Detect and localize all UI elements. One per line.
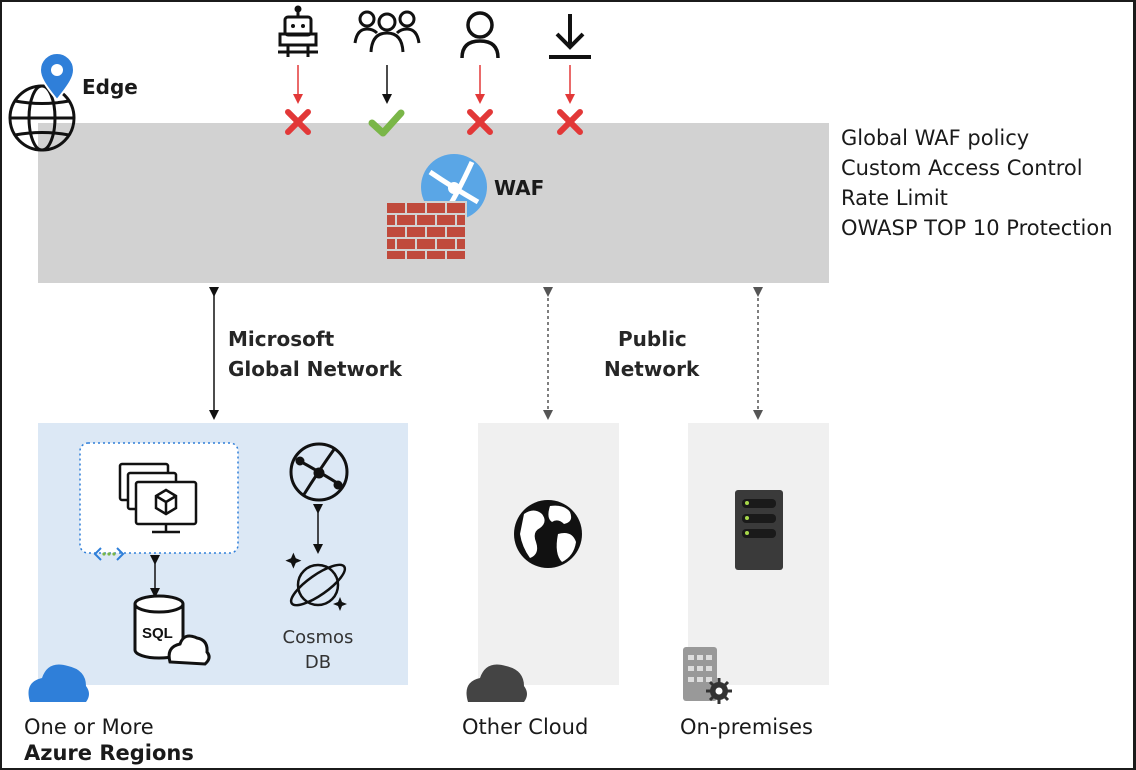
location-pin-icon xyxy=(38,52,76,102)
cosmos-globe-icon xyxy=(289,442,349,502)
on-premises-label: On-premises xyxy=(680,715,813,739)
azure-cloud-icon xyxy=(28,664,89,702)
blocked-x-icon xyxy=(557,109,583,135)
waf-feature-rate-limit: Rate Limit xyxy=(841,186,948,210)
bot-icon xyxy=(278,5,318,57)
waf-label: WAF xyxy=(494,176,545,200)
other-cloud-icon xyxy=(466,664,527,702)
user-icon xyxy=(460,11,500,59)
cosmos-db-icon xyxy=(285,552,347,611)
public-network-label-line1: Public xyxy=(618,327,687,351)
other-cloud-label: Other Cloud xyxy=(462,715,589,739)
microsoft-network-label-line2: Global Network xyxy=(228,357,402,381)
on-premises-datacenter-icon xyxy=(683,647,732,704)
virtual-machines-icon xyxy=(118,462,198,534)
blocked-x-icon xyxy=(467,109,493,135)
sql-database-icon xyxy=(133,594,211,666)
azure-regions-label-line2: Azure Regions xyxy=(24,741,194,765)
globe-icon xyxy=(8,84,76,152)
server-icon xyxy=(735,490,783,570)
vnet-icon xyxy=(93,547,125,561)
azure-regions-label-line1: One or More xyxy=(24,715,154,739)
blocked-x-icon xyxy=(285,109,311,135)
waf-feature-owasp: OWASP TOP 10 Protection xyxy=(841,216,1113,240)
waf-feature-global-policy: Global WAF policy xyxy=(841,126,1030,150)
edge-label: Edge xyxy=(82,75,138,99)
firewall-icon xyxy=(385,201,467,261)
cosmos-label-line2: DB xyxy=(305,652,331,673)
sql-label: SQL xyxy=(142,625,173,642)
cosmos-label-line1: Cosmos xyxy=(283,627,354,648)
microsoft-network-label-line1: Microsoft xyxy=(228,327,335,351)
users-icon xyxy=(353,10,421,53)
allowed-check-icon xyxy=(368,109,405,137)
internet-globe-icon xyxy=(514,500,582,568)
public-network-label-line2: Network xyxy=(604,357,700,381)
download-icon xyxy=(549,14,591,59)
waf-feature-custom-access: Custom Access Control xyxy=(841,156,1083,180)
